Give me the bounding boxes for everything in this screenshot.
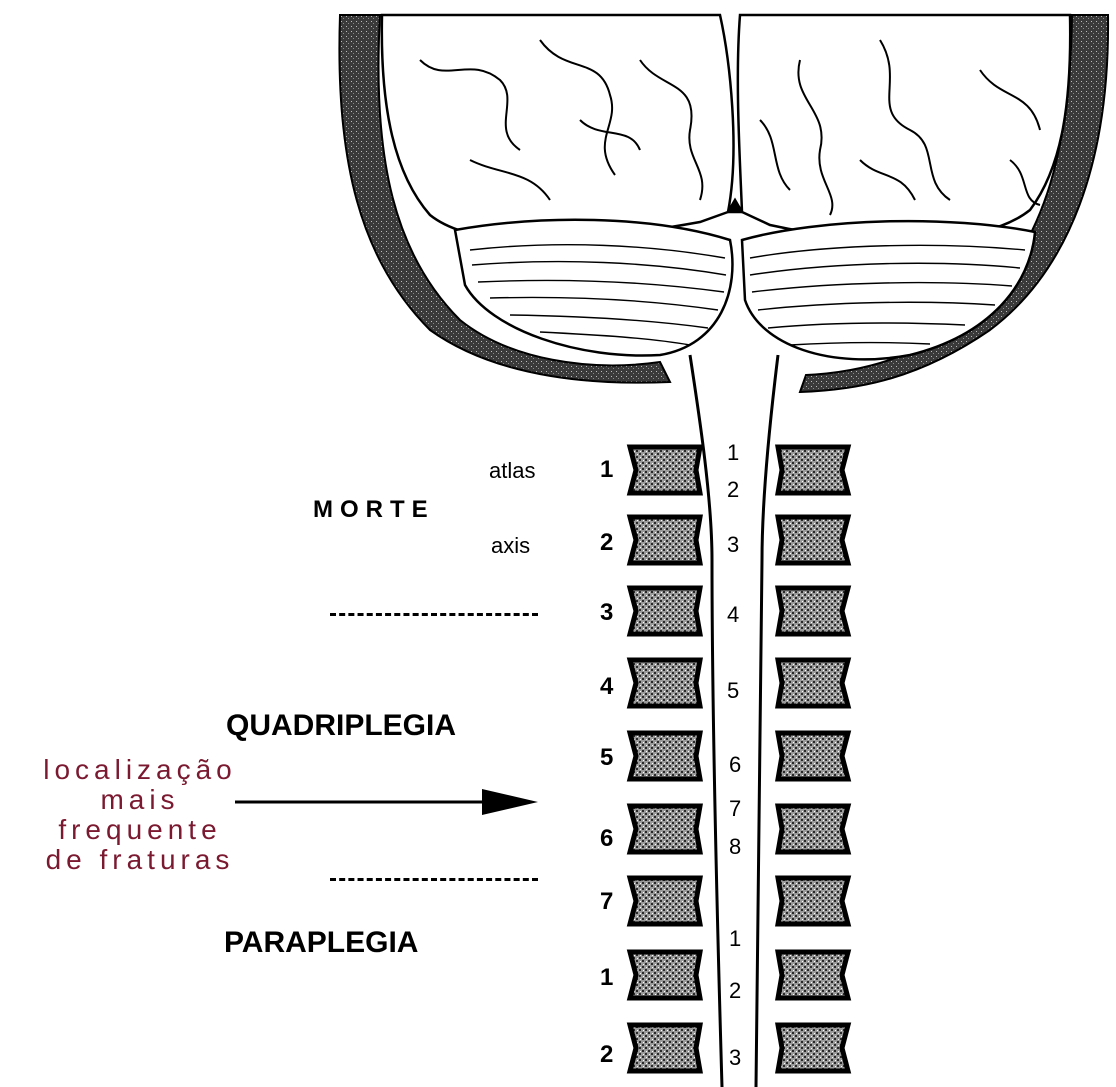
- annotation-line: mais: [5, 785, 275, 815]
- segment-number: 2: [729, 980, 741, 1002]
- vertebrae-left: [630, 447, 700, 1071]
- arrow: [235, 789, 538, 815]
- segment-number: 4: [727, 604, 739, 626]
- zone-label-morte: MORTE: [313, 498, 435, 522]
- vertebra-number: 1: [600, 458, 613, 482]
- separator-line-lower: [330, 878, 538, 881]
- vertebra-number: 3: [600, 601, 613, 625]
- zone-label-quadriplegia: QUADRIPLEGIA: [226, 711, 456, 741]
- segment-number: 3: [727, 534, 739, 556]
- annotation-line: de fraturas: [5, 845, 275, 875]
- segment-number: 6: [729, 754, 741, 776]
- vertebra-number: 7: [600, 890, 613, 914]
- segment-number: 3: [729, 1047, 741, 1069]
- vertebra-number: 1: [600, 966, 613, 990]
- vertebrae-right: [778, 447, 848, 1071]
- vertebra-number: 5: [600, 746, 613, 770]
- fracture-annotation: localização mais frequente de fraturas: [5, 755, 275, 875]
- segment-number: 2: [727, 479, 739, 501]
- segment-number: 1: [727, 442, 739, 464]
- vertebra-number: 6: [600, 827, 613, 851]
- cerebellum: [455, 220, 1035, 360]
- segment-number: 5: [727, 680, 739, 702]
- vertebra-name-axis: axis: [491, 535, 530, 557]
- segment-number: 7: [729, 798, 741, 820]
- vertebra-number: 2: [600, 531, 613, 555]
- cerebrum: [382, 15, 1070, 240]
- vertebra-name-atlas: atlas: [489, 460, 535, 482]
- segment-number: 8: [729, 836, 741, 858]
- zone-label-paraplegia: PARAPLEGIA: [224, 928, 418, 958]
- separator-line-upper: [330, 613, 538, 616]
- annotation-line: frequente: [5, 815, 275, 845]
- vertebra-number: 4: [600, 675, 613, 699]
- segment-number: 1: [729, 928, 741, 950]
- annotation-line: localização: [5, 755, 275, 785]
- vertebra-number: 2: [600, 1043, 613, 1067]
